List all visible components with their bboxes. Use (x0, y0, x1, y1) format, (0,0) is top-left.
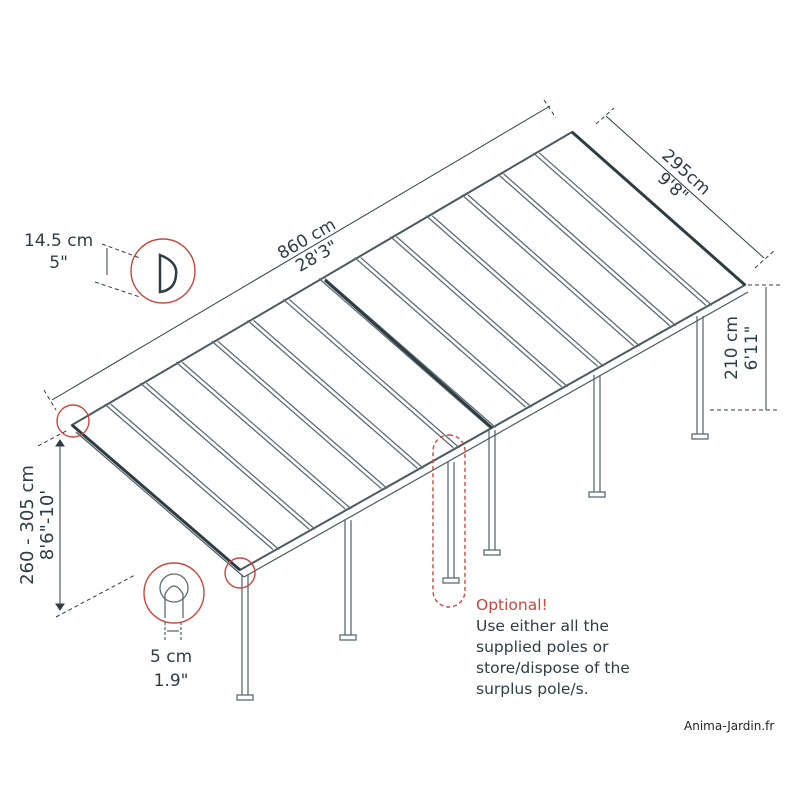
panel-line (247, 319, 418, 469)
back-height-metric: 210 cm (721, 316, 742, 380)
panel-line (104, 403, 274, 551)
optional-post-highlight (432, 434, 466, 608)
note-line: supplied poles or (476, 638, 609, 656)
panel-line (538, 152, 713, 306)
panel-line (146, 382, 316, 530)
post (339, 520, 357, 641)
panel-line (532, 152, 707, 306)
wall-beam (71, 423, 241, 572)
watermark: Anima-Jardin.fr (684, 719, 775, 733)
panel-line (217, 340, 388, 490)
post-detail-circle (143, 562, 205, 624)
note-line: Use either all the (476, 617, 609, 635)
panel-line (360, 257, 532, 408)
back-height-dimension: 210 cm 6'11" (722, 316, 762, 380)
panel-line (425, 215, 599, 367)
optional-note: Optional! Use either all the supplied po… (476, 595, 630, 700)
panel-line (282, 298, 454, 449)
post (483, 430, 501, 556)
panel-line (461, 194, 635, 347)
post (588, 375, 606, 498)
panel-line (140, 382, 310, 530)
panel-line (318, 278, 490, 428)
panel-line (253, 319, 424, 469)
back-height-imperial: 6'11" (741, 325, 762, 371)
panel-line (175, 361, 346, 510)
post-metric: 5 cm (150, 647, 193, 667)
post (442, 462, 460, 584)
panel-line (288, 298, 460, 449)
post-imperial: 1.9" (153, 671, 189, 691)
roof-divider (324, 278, 493, 430)
front-height-imperial: 8'6"-10' (36, 489, 58, 561)
panel-line (395, 236, 569, 388)
panel-line (389, 236, 563, 388)
gutter-imperial: 5" (49, 253, 68, 273)
panel-line (110, 403, 280, 551)
note-line: surplus pole/s. (476, 680, 589, 698)
post (236, 575, 254, 701)
panel-line (467, 194, 641, 347)
panel-line (497, 173, 671, 327)
panel-line (503, 173, 677, 327)
panel-line (211, 340, 382, 490)
front-height-dimension: 260 - 305 cm 8'6"-10' (16, 465, 58, 585)
gutter-detail-circle (130, 238, 196, 304)
posts (236, 316, 709, 701)
panel-line (181, 361, 352, 510)
note-heading: Optional! (476, 596, 548, 614)
front-height-metric: 260 - 305 cm (16, 465, 38, 585)
gutter-dimension: 14.5 cm 5" (24, 230, 93, 274)
note-line: store/dispose of the (476, 659, 630, 677)
post (691, 316, 709, 440)
post-dimension: 5 cm 1.9" (150, 645, 192, 693)
roof-panels (104, 152, 713, 551)
gutter-metric: 14.5 cm (24, 231, 94, 251)
panel-line (354, 257, 526, 408)
panel-line (431, 215, 605, 367)
